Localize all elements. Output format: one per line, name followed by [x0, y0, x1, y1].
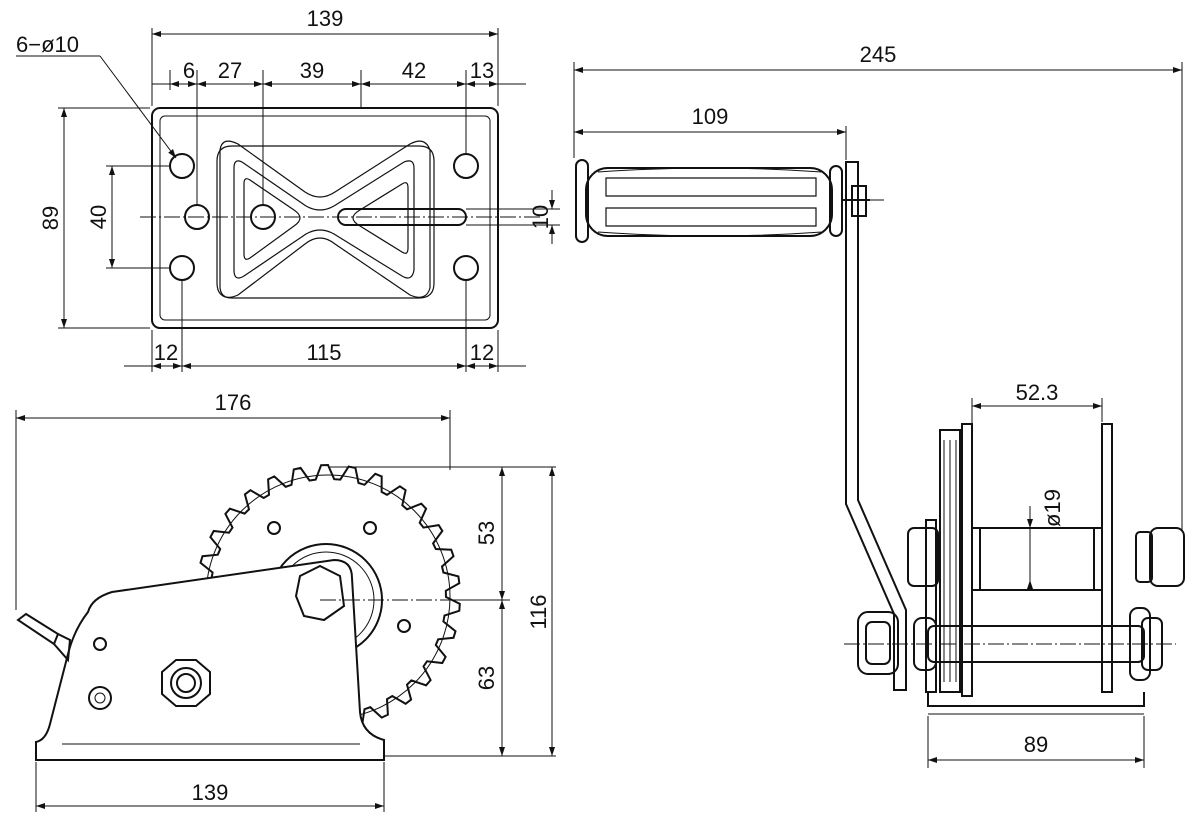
- crank-arm: [845, 161, 907, 691]
- hex-nut: [294, 564, 346, 622]
- dim-handle-109: 109: [692, 104, 729, 129]
- bowtie-rib: [219, 140, 431, 298]
- side-plate: [1101, 423, 1113, 693]
- side-plate: [925, 519, 937, 693]
- screw: [88, 686, 112, 710]
- mount-hole: [453, 153, 479, 179]
- base-bracket: [927, 692, 1145, 707]
- hex-nut: [161, 659, 211, 707]
- dim-holes-label: 6−ø10: [16, 32, 79, 57]
- lever-stub: [16, 612, 60, 646]
- bowtie-rib-outer: [216, 145, 435, 299]
- upper-shaft: [907, 527, 939, 587]
- nut-left: [857, 611, 899, 675]
- dim-12-right: 12: [470, 340, 494, 365]
- dim-115: 115: [306, 340, 341, 365]
- mount-hole: [169, 255, 195, 281]
- dim-40: 40: [86, 205, 111, 229]
- dim-39: 39: [300, 58, 324, 83]
- mount-hole: [169, 153, 195, 179]
- bolt-head-right: [1149, 527, 1185, 587]
- dim-drum-52-3: 52.3: [1016, 380, 1059, 405]
- drum: [971, 527, 1103, 591]
- dim-top-width: 139: [307, 6, 344, 31]
- dim-116: 116: [526, 594, 551, 629]
- dim-slot-10: 10: [528, 205, 553, 229]
- side-view: 176 53 63 116 139: [15, 390, 556, 812]
- base-plate-outer: [151, 107, 499, 329]
- dim-side-176: 176: [215, 390, 252, 415]
- bowtie-rib-inner: [233, 160, 415, 279]
- dim-245: 245: [860, 42, 897, 67]
- dim-27: 27: [218, 58, 242, 83]
- dim-53: 53: [474, 521, 499, 545]
- dim-13: 13: [470, 58, 494, 83]
- dim-42: 42: [402, 58, 426, 83]
- bowtie-rib-core-right: [352, 182, 409, 254]
- top-view: 139 6 27 39 42 13 6−ø10 89 40: [16, 6, 560, 372]
- gear-hole: [363, 521, 377, 535]
- dim-6: 6: [183, 58, 195, 83]
- gear-hole: [397, 619, 411, 633]
- dim-height-89: 89: [38, 206, 63, 230]
- bowtie-rib-core: [243, 178, 301, 260]
- dim-63: 63: [474, 666, 499, 690]
- gear-hole: [267, 521, 281, 535]
- dim-base-139: 139: [192, 780, 229, 805]
- dim-base-89: 89: [1024, 732, 1048, 757]
- slot: [337, 208, 467, 226]
- mount-hole: [453, 255, 479, 281]
- dim-shaft-19: ø19: [1040, 489, 1065, 527]
- dim-12-left: 12: [154, 340, 178, 365]
- gear-stack: [939, 429, 961, 693]
- screw: [93, 637, 107, 651]
- front-view: 245 109 52.3 ø19 89: [573, 42, 1185, 768]
- base-plate-inner: [159, 115, 491, 321]
